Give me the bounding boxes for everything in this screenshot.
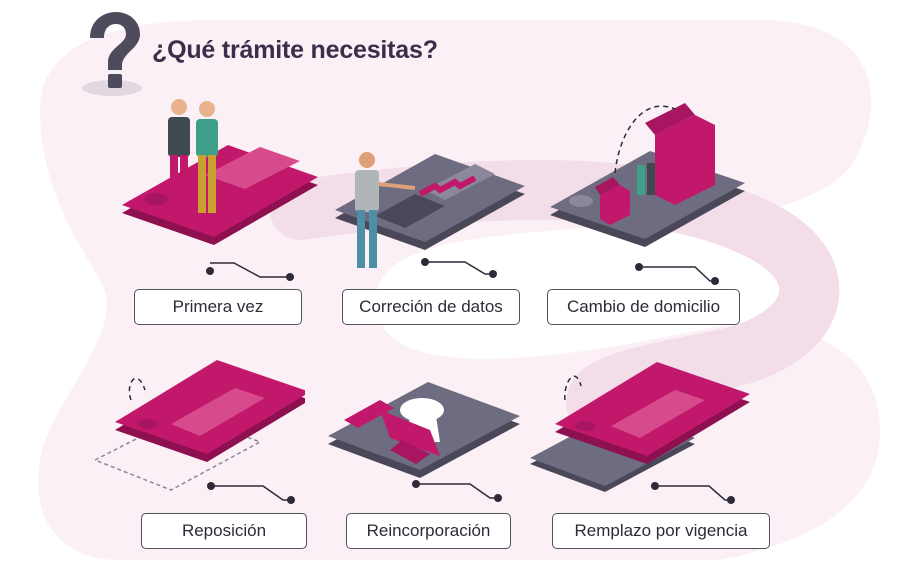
- card-correccion-illustration: [335, 152, 525, 278]
- option-domicilio-button[interactable]: Cambio de domicilio: [547, 289, 740, 325]
- option-reincorporacion-button[interactable]: Reincorporación: [346, 513, 511, 549]
- card-reposicion-illustration: [93, 360, 305, 504]
- card-primera-vez-illustration: [122, 99, 318, 281]
- card-domicilio-illustration: [550, 103, 745, 285]
- option-correccion-button[interactable]: Correción de datos: [342, 289, 520, 325]
- page-title: ¿Qué trámite necesitas?: [152, 36, 438, 64]
- option-reposicion-button[interactable]: Reposición: [141, 513, 307, 549]
- card-reincorporacion-illustration: [328, 382, 520, 502]
- option-primera-vez-button[interactable]: Primera vez: [134, 289, 302, 325]
- card-vigencia-illustration: [530, 362, 750, 504]
- question-mark-icon: [82, 12, 142, 96]
- option-vigencia-button[interactable]: Remplazo por vigencia: [552, 513, 770, 549]
